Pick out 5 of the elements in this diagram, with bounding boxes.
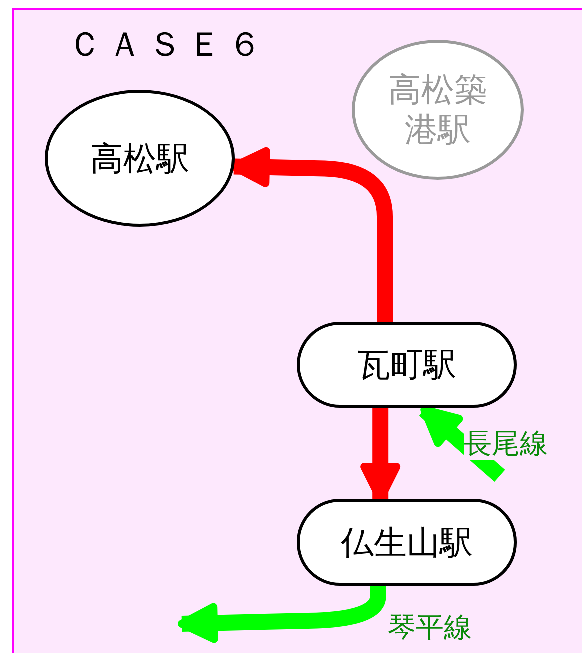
arrow: [178, 586, 386, 644]
station-pill: 仏生山駅: [297, 499, 517, 586]
station-pill: 瓦町駅: [297, 322, 517, 408]
title: ＣＡＳＥ６: [68, 24, 268, 67]
line-label: 長尾線: [464, 428, 548, 460]
